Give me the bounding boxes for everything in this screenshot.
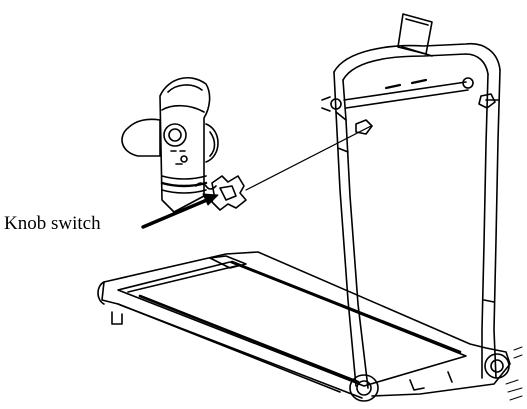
knob-switch-label: Knob switch [4,213,101,234]
callout-lines [141,125,372,229]
treadmill [97,13,523,402]
knob-switch-icon [211,175,247,211]
knob-detail-inset [121,76,247,213]
